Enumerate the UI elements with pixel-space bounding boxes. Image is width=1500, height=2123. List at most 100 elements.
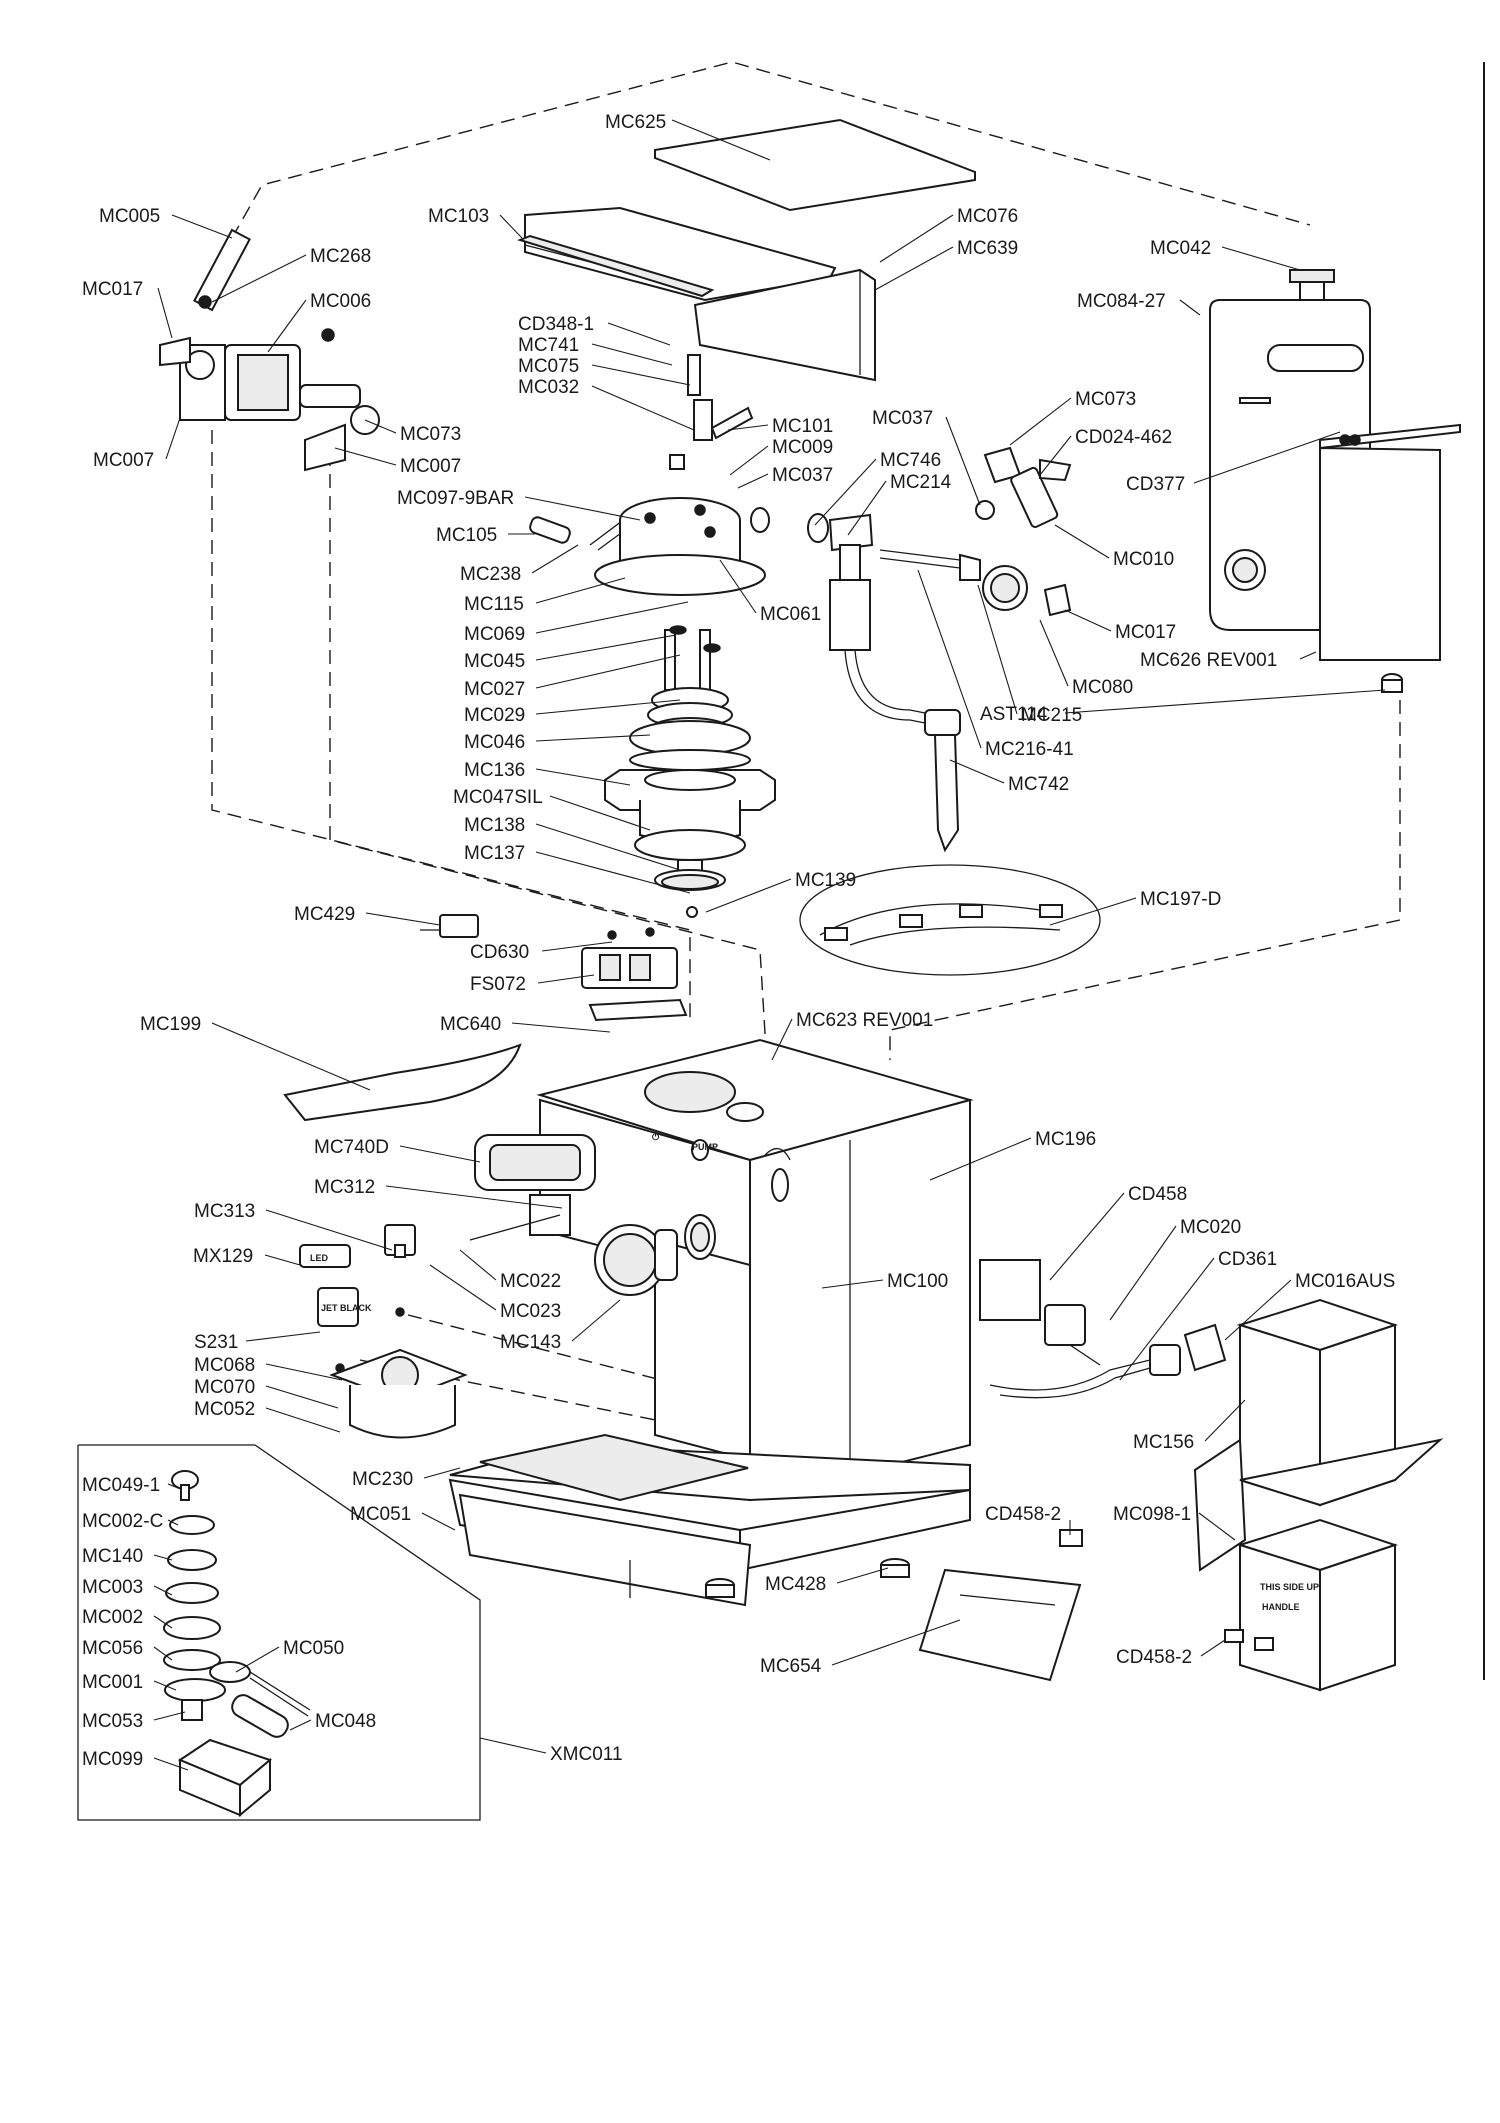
leader-line-cd458c	[1200, 1639, 1226, 1657]
leader-line-mc139	[705, 878, 792, 913]
leader-line-mc061	[719, 559, 757, 614]
leader-line-mc049	[167, 1483, 179, 1489]
part-label-mc050: MC050	[283, 1638, 344, 1659]
part-label-mc075: MC075	[518, 356, 579, 377]
leader-line-mc080	[1039, 619, 1069, 687]
pump-stamp: PUMP	[692, 1142, 718, 1152]
portafilter-kit	[77, 1444, 481, 1821]
leader-line-mc215	[977, 584, 1018, 715]
main-body: ⏻ PUMP	[448, 1038, 974, 1607]
leader-line-mc099	[153, 1757, 189, 1771]
leader-line-mc268	[211, 254, 307, 303]
leader-line-mc138	[535, 823, 681, 871]
leader-line-mc101	[727, 424, 769, 431]
leader-line-mc073a	[364, 419, 397, 434]
leader-line-mc002	[153, 1615, 173, 1629]
leader-line-mc199	[211, 1022, 371, 1091]
part-label-mc238: MC238	[460, 564, 521, 585]
part-label-mc140: MC140	[82, 1546, 143, 1567]
part-label-mc061: MC061	[760, 604, 821, 625]
leader-line-mc428	[836, 1567, 889, 1584]
part-label-mc080: MC080	[1072, 677, 1133, 698]
part-label-mc639: MC639	[957, 238, 1018, 259]
leader-line-cd377	[1193, 431, 1341, 484]
leader-line-mc429	[365, 912, 441, 926]
leader-lines	[153, 119, 1386, 1771]
part-label-mc070: MC070	[194, 1377, 255, 1398]
leader-line-cd458a	[1049, 1192, 1125, 1281]
leader-line-mc216	[917, 569, 982, 749]
leader-line-mc214	[847, 480, 887, 536]
leader-line-mc046	[535, 734, 651, 742]
part-label-cd630: CD630	[470, 942, 529, 963]
part-label-mc654: MC654	[760, 1656, 822, 1677]
leader-line-mc639	[874, 246, 954, 291]
part-label-mc196: MC196	[1035, 1129, 1096, 1150]
boiler-stack	[529, 354, 776, 918]
leader-line-mc084	[1179, 299, 1201, 316]
part-label-mc139: MC139	[795, 870, 856, 891]
leader-line-mc115	[535, 577, 626, 604]
water-tank	[1209, 269, 1461, 693]
leader-line-mc047	[549, 795, 651, 831]
part-label-mc029: MC029	[464, 705, 525, 726]
part-label-mc007b: MC007	[400, 456, 461, 477]
this-side-up-stamp: THIS SIDE UP	[1260, 1582, 1319, 1592]
part-label-mc429: MC429	[294, 904, 355, 925]
leader-line-mc197	[1049, 897, 1137, 926]
leader-line-mc051	[421, 1512, 456, 1531]
part-label-mc042: MC042	[1150, 238, 1211, 259]
leader-line-mc042	[1221, 246, 1301, 271]
leader-line-mc037b	[945, 416, 981, 506]
leader-line-cd361	[1119, 1257, 1215, 1381]
part-label-cd361: CD361	[1218, 1249, 1277, 1270]
part-label-mc215: MC215	[1021, 705, 1082, 726]
part-label-mc625: MC625	[605, 112, 666, 133]
part-label-mc056: MC056	[82, 1638, 143, 1659]
leader-line-mc069	[535, 601, 689, 634]
leader-line-mc053	[153, 1711, 186, 1721]
leader-line-mc003	[153, 1585, 173, 1596]
leader-line-mc052	[265, 1407, 341, 1433]
leader-line-mc098	[1198, 1512, 1236, 1541]
part-label-cd024: CD024-462	[1075, 427, 1172, 448]
leader-line-s231	[245, 1331, 321, 1342]
part-label-mc006: MC006	[310, 291, 371, 312]
part-label-mc105: MC105	[436, 525, 497, 546]
drip-shield	[283, 1043, 522, 1122]
part-label-ast114: AST114	[980, 704, 1048, 725]
part-label-mc005: MC005	[99, 206, 160, 227]
part-label-mx129: MX129	[193, 1246, 253, 1267]
part-label-mc197: MC197-D	[1140, 889, 1221, 910]
part-label-mc103: MC103	[428, 206, 489, 227]
part-label-mc002c: MC002-C	[82, 1511, 163, 1532]
part-label-cd377: CD377	[1126, 474, 1185, 495]
pump-assembly	[159, 228, 380, 472]
part-label-mc100: MC100	[887, 1271, 948, 1292]
leader-line-mc313	[265, 1209, 393, 1251]
part-label-mc007a: MC007	[93, 450, 154, 471]
handle-stamp: HANDLE	[1262, 1602, 1300, 1612]
part-label-mc010: MC010	[1113, 549, 1174, 570]
part-label-mc027: MC027	[464, 679, 525, 700]
part-label-mc052: MC052	[194, 1399, 255, 1420]
part-label-mc046: MC046	[464, 732, 525, 753]
leader-line-mc009	[729, 445, 769, 476]
leader-line-mc741	[591, 343, 673, 366]
jet-black-badge-stamp: JET BLACK	[321, 1303, 372, 1313]
part-label-mc017b: MC017	[1115, 622, 1176, 643]
wiring-loom	[799, 864, 1101, 976]
part-label-cd458b: CD458-2	[985, 1504, 1061, 1525]
part-label-mc073b: MC073	[1075, 389, 1136, 410]
part-label-mc740d: MC740D	[314, 1137, 389, 1158]
part-label-s231: S231	[194, 1332, 238, 1353]
part-label-mc001: MC001	[82, 1672, 143, 1693]
leader-line-mc027	[535, 654, 681, 689]
part-label-mc214: MC214	[890, 472, 952, 493]
leader-line-mc230	[423, 1467, 461, 1479]
leader-line-mc238	[531, 544, 579, 574]
part-label-fs072: FS072	[470, 974, 526, 995]
front-controls: LED JET BLACK	[299, 1134, 678, 1327]
part-label-mc156: MC156	[1133, 1432, 1194, 1453]
brew-group-housing	[329, 1307, 468, 1439]
